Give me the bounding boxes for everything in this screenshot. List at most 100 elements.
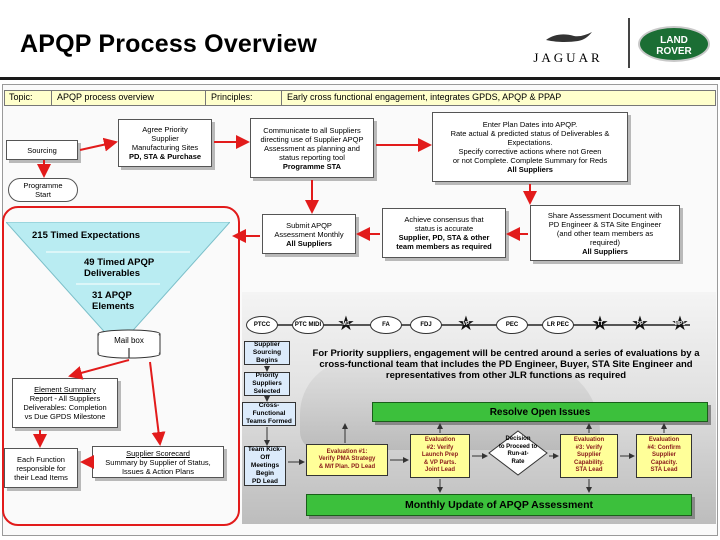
box-line: directing use of Supplier APQP bbox=[260, 134, 364, 144]
header-rule bbox=[0, 77, 720, 80]
deliverables-funnel bbox=[6, 222, 230, 347]
flow-line: Off bbox=[260, 454, 270, 461]
gateway-label: MP1 bbox=[674, 321, 686, 327]
eval-line: & M/f Plan. PD Lead bbox=[318, 463, 376, 470]
box-line: Summary by Supplier of Status, bbox=[105, 457, 211, 467]
box-line: responsible for bbox=[16, 463, 66, 473]
gateway-mp1: ★ bbox=[671, 313, 689, 335]
flow-line: Teams Formed bbox=[246, 418, 292, 425]
jaguar-wordmark: JAGUAR bbox=[533, 50, 603, 65]
gateway-tt: ★ bbox=[591, 313, 609, 335]
kickoff-box: Team Kick- Off Meetings Begin PD Lead bbox=[244, 446, 286, 486]
topic-separator bbox=[281, 91, 282, 105]
enter-plan-box: Enter Plan Dates into APQP. Rate actual … bbox=[432, 112, 628, 182]
funnel-line: 31 APQP bbox=[92, 290, 132, 301]
topic-value: APQP process overview bbox=[57, 92, 154, 102]
flow-line: Meetings bbox=[250, 462, 280, 469]
gateway-fdj: FDJ bbox=[410, 316, 442, 334]
gateway-fa: FA bbox=[370, 316, 402, 334]
highlight-oval bbox=[2, 206, 240, 526]
box-line: Manufacturing Sites bbox=[131, 143, 199, 152]
box-line: Agree Priority bbox=[142, 125, 188, 134]
element-summary-box: Element Summary Report - All Suppliers D… bbox=[12, 378, 118, 428]
decision-line: Run-at- bbox=[507, 451, 529, 457]
box-line: Each Function bbox=[17, 454, 65, 464]
box-line: Issues & Action Plans bbox=[121, 466, 195, 476]
box-line: Assessment as planning and bbox=[264, 143, 360, 153]
box-line: Report - All Suppliers bbox=[29, 394, 101, 403]
box-line: their Lead Items bbox=[14, 472, 68, 482]
eval-line: Evaluation #1: bbox=[326, 448, 368, 455]
flow-line: Functional bbox=[252, 410, 286, 417]
share-assessment-box: Share Assessment Document with PD Engine… bbox=[530, 205, 680, 261]
submit-assessment-box: Submit APQP Assessment Monthly All Suppl… bbox=[262, 214, 356, 254]
principles-value: Early cross functional engagement, integ… bbox=[287, 92, 562, 102]
eval-line: Launch Prep bbox=[421, 452, 459, 459]
funnel-line: Elements bbox=[92, 301, 135, 312]
flow-line: Priority bbox=[255, 372, 279, 379]
box-line: Rate actual & predicted status of Delive… bbox=[450, 129, 610, 138]
teams-formed-box: Cross- Functional Teams Formed bbox=[242, 402, 296, 426]
flow-line: Cross- bbox=[258, 402, 280, 409]
box-line: Start bbox=[35, 190, 51, 199]
gateway-pec: PEC bbox=[496, 316, 528, 334]
sourcing-box: Sourcing bbox=[6, 140, 78, 160]
eval-line: #2: Verify bbox=[426, 444, 454, 451]
box-line: status is accurate bbox=[414, 224, 474, 233]
box-line: Expectations. bbox=[507, 138, 553, 147]
consensus-box: Achieve consensus that status is accurat… bbox=[382, 208, 506, 258]
box-line: Sourcing bbox=[27, 145, 57, 155]
flow-line: Team Kick- bbox=[247, 446, 283, 453]
box-line: Share Assessment Document with bbox=[547, 210, 663, 220]
gateway-pp: ★ bbox=[631, 313, 649, 335]
box-line: PD Engineer & STA Site Engineer bbox=[548, 219, 662, 229]
each-function-box: Each Function responsible for their Lead… bbox=[4, 448, 78, 488]
eval-line: #3: Verify bbox=[575, 444, 603, 451]
box-line: Specify corrective actions where not Gre… bbox=[458, 147, 602, 156]
box-line: team members as required bbox=[396, 242, 492, 251]
programme-start-box: Programme Start bbox=[8, 178, 78, 202]
gateway-label: M1 bbox=[342, 321, 350, 327]
jaguar-logo: JAGUAR bbox=[520, 14, 616, 68]
box-line: required) bbox=[589, 237, 620, 247]
topic-separator bbox=[51, 91, 52, 105]
timeline-axis bbox=[250, 324, 690, 326]
eval-line: Verify PMA Strategy bbox=[318, 456, 376, 463]
decision-text: Decision to Proceed to Run-at- Rate bbox=[488, 436, 548, 466]
box-line: PD, STA & Purchase bbox=[128, 152, 202, 161]
eval-line: STA Lead bbox=[575, 467, 603, 474]
box-line: vs Due GPDS Milestone bbox=[24, 412, 106, 421]
topic-bar: Topic: APQP process overview Principles:… bbox=[4, 90, 716, 106]
funnel-level-3: 31 APQP Elements bbox=[92, 290, 134, 312]
decision-diamond bbox=[488, 430, 548, 476]
engagement-text: For Priority suppliers, engagement will … bbox=[312, 348, 700, 381]
box-line: Deliverables: Completion bbox=[23, 403, 107, 412]
land-rover-wordmark-line: ROVER bbox=[656, 46, 692, 57]
gateway-m1: ★ bbox=[337, 313, 355, 335]
box-line: Enter Plan Dates into APQP. bbox=[482, 120, 578, 129]
logo-divider bbox=[628, 18, 630, 68]
evaluation-3-box: Evaluation #3: Verify Supplier Capabilit… bbox=[560, 434, 618, 478]
evaluation-1-box: Evaluation #1: Verify PMA Strategy & M/f… bbox=[306, 444, 388, 476]
eval-line: STA Lead bbox=[650, 467, 678, 474]
funnel-level-1: 215 Timed Expectations bbox=[32, 230, 141, 241]
evaluation-2-box: Evaluation #2: Verify Launch Prep & VP P… bbox=[410, 434, 470, 478]
mailbox-label: Mail box bbox=[114, 336, 144, 345]
funnel-level-2: 49 Timed APQP Deliverables bbox=[84, 257, 154, 279]
box-line: Supplier bbox=[151, 134, 179, 143]
eval-line: Supplier bbox=[651, 452, 676, 459]
box-line: All Suppliers bbox=[582, 246, 628, 256]
leaping-jaguar-icon bbox=[546, 32, 592, 42]
agree-priority-box: Agree Priority Supplier Manufacturing Si… bbox=[118, 119, 212, 167]
flow-line: Supplier bbox=[253, 341, 280, 348]
gateway-ptcc: PTCC bbox=[246, 316, 278, 334]
box-line: status reporting tool bbox=[279, 152, 345, 162]
flow-line: Sourcing bbox=[252, 349, 282, 356]
funnel-line: 49 Timed APQP bbox=[84, 257, 155, 268]
eval-line: Capability. bbox=[574, 459, 604, 466]
communicate-box: Communicate to all Suppliers directing u… bbox=[250, 118, 374, 178]
decision-line: Rate bbox=[511, 458, 525, 465]
land-rover-logo: LAND ROVER bbox=[638, 26, 710, 62]
eval-line: Evaluation bbox=[573, 437, 605, 444]
supplier-scorecard-box: Supplier Scorecard Summary by Supplier o… bbox=[92, 446, 224, 478]
